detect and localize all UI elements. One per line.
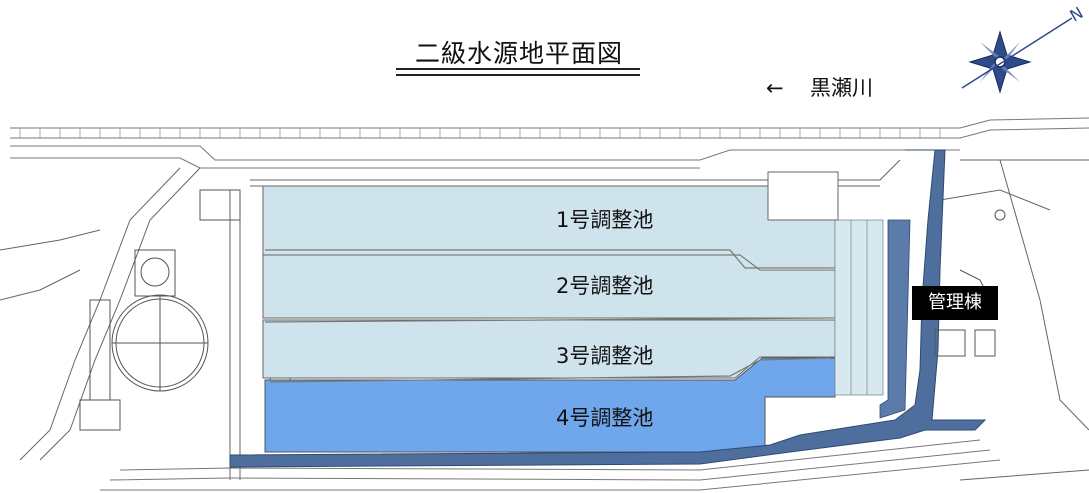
waterway-channel (229, 149, 987, 468)
site-plan (0, 117, 1089, 491)
right-facilities (934, 209, 1006, 357)
river-label: ← 黒瀬川 (766, 72, 873, 102)
pond-2-label: 2号調整池 (556, 274, 654, 298)
small-tank (140, 257, 170, 287)
pond-dividers (264, 249, 831, 383)
waterway-inner (879, 219, 911, 419)
left-facilities (79, 189, 291, 431)
compass-rose-icon: N (961, 3, 1087, 94)
upper-road (10, 117, 1089, 169)
compass-north-label: N (1067, 3, 1087, 25)
management-building-label: 管理棟 (912, 286, 998, 320)
pond-1-label: 1号調整池 (556, 208, 654, 232)
pond-4-label: 4号調整池 (556, 406, 654, 430)
pond-2-area (262, 254, 836, 319)
pond-3-label: 3号調整池 (556, 344, 654, 368)
lower-road (100, 439, 1001, 491)
pond-4-area (264, 357, 836, 453)
title-underline (396, 68, 640, 76)
map-title: 二級水源地平面図 (414, 39, 623, 68)
river-name: 黒瀬川 (810, 76, 873, 100)
road-hatching (19, 128, 941, 138)
left-arrow-icon: ← (766, 76, 784, 100)
north-building-block (767, 171, 839, 221)
pond-outlet-stalls (834, 219, 884, 396)
